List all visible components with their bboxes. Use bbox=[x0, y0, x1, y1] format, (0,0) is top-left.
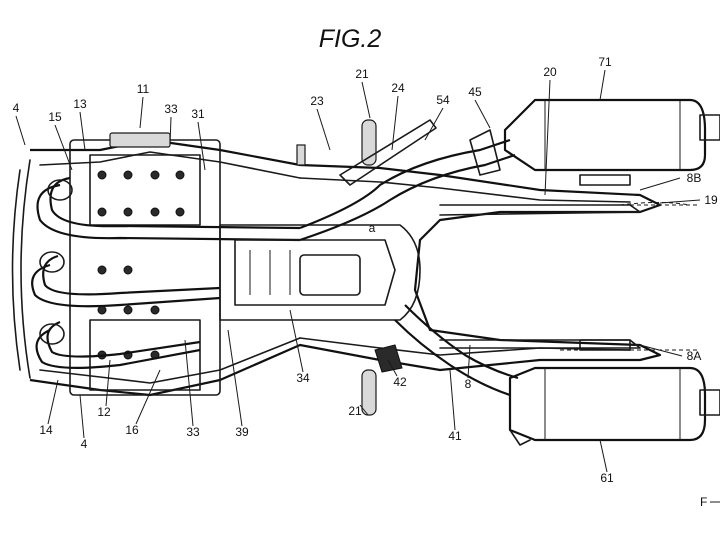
label-4-bottom: 4 bbox=[81, 437, 88, 451]
label-45: 45 bbox=[468, 85, 482, 99]
label-31: 31 bbox=[191, 107, 205, 121]
label-11: 11 bbox=[137, 82, 150, 96]
label-8B: 8B bbox=[687, 171, 702, 185]
label-39: 39 bbox=[235, 425, 249, 439]
label-8A: 8A bbox=[687, 349, 702, 363]
label-33-bottom: 33 bbox=[186, 425, 200, 439]
upper-muffler bbox=[503, 98, 720, 172]
label-24: 24 bbox=[391, 81, 405, 95]
rear-rails bbox=[439, 174, 691, 351]
label-4-top: 4 bbox=[13, 101, 20, 115]
label-42: 42 bbox=[393, 375, 407, 389]
direction-label: F bbox=[700, 495, 707, 509]
label-13: 13 bbox=[73, 97, 87, 111]
label-8: 8 bbox=[465, 377, 472, 391]
forward-direction-arrow: F bbox=[700, 495, 720, 509]
frame bbox=[11, 138, 700, 397]
label-14: 14 bbox=[39, 423, 53, 437]
label-41: 41 bbox=[448, 429, 462, 443]
label-15: 15 bbox=[48, 110, 62, 124]
label-12: 12 bbox=[97, 405, 111, 419]
collector-box bbox=[219, 224, 421, 321]
label-54: 54 bbox=[436, 93, 450, 107]
label-34: 34 bbox=[296, 371, 310, 385]
leader-lines bbox=[15, 69, 701, 473]
lower-muffler bbox=[508, 366, 720, 446]
label-61: 61 bbox=[600, 471, 614, 485]
bolt-holes bbox=[97, 170, 185, 360]
label-21-top: 21 bbox=[355, 67, 369, 81]
figure-title: FIG.2 bbox=[319, 25, 382, 53]
bracket bbox=[339, 119, 437, 186]
lower-exhaust-pipe bbox=[374, 304, 519, 397]
label-19: 19 bbox=[704, 193, 718, 207]
exhaust-headers bbox=[31, 176, 301, 369]
label-71: 71 bbox=[598, 55, 612, 69]
upper-exhaust-pipe bbox=[299, 129, 516, 242]
label-16: 16 bbox=[125, 423, 139, 437]
label-a: a bbox=[369, 221, 376, 235]
footpegs bbox=[296, 119, 377, 416]
label-33-top: 33 bbox=[164, 102, 178, 116]
reference-labels: 11 4 13 15 33 31 23 21 24 54 45 20 71 8B… bbox=[13, 55, 718, 485]
label-21-bottom: 21 bbox=[348, 404, 362, 418]
label-23: 23 bbox=[310, 94, 324, 108]
engine bbox=[69, 132, 221, 396]
label-20: 20 bbox=[543, 65, 557, 79]
